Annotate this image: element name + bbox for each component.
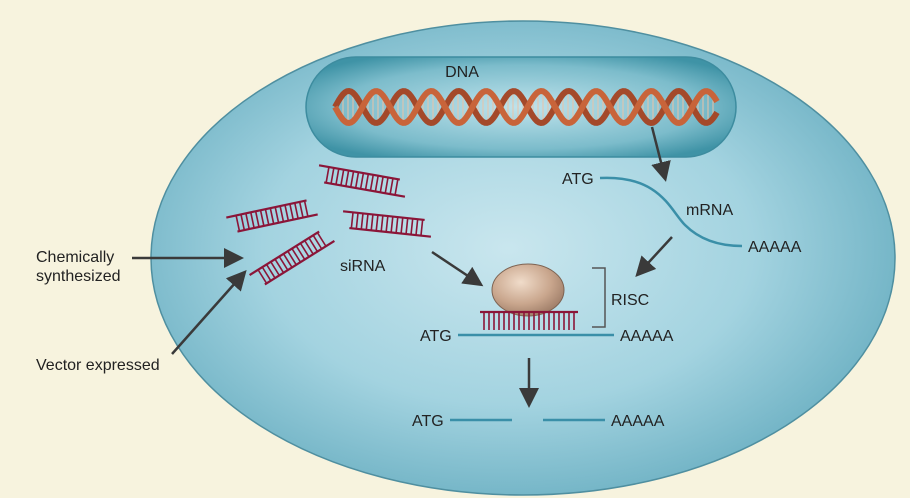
risc-bound-sirna <box>480 310 578 330</box>
synthesized-label: synthesized <box>36 268 121 285</box>
sirna-duplex <box>318 164 406 198</box>
vector-expressed-label: Vector expressed <box>36 357 160 374</box>
sirna-duplex <box>249 230 335 286</box>
mrna-to-risc-arrow <box>635 236 673 277</box>
risc-label: RISC <box>611 292 649 309</box>
mrna-polya-label: AAAAA <box>748 239 802 256</box>
mrna-label: mRNA <box>686 202 733 219</box>
dna-double-helix <box>332 87 720 127</box>
dna-strand-front <box>332 87 720 127</box>
sirna-duplexes <box>226 164 432 286</box>
dna-label: DNA <box>445 64 479 81</box>
target-polya-label: AAAAA <box>620 328 674 345</box>
sirna-to-risc-arrow <box>431 250 484 287</box>
risc-bracket <box>592 267 606 328</box>
chemically-label: Chemically <box>36 249 114 266</box>
mrna-atg-label: ATG <box>562 171 594 188</box>
sirna-label: siRNA <box>340 258 386 275</box>
target-atg-label: ATG <box>420 328 452 345</box>
vector-expressed-arrow <box>171 270 247 355</box>
nucleus <box>305 56 737 158</box>
mrna-strand <box>599 176 743 248</box>
cleaved-atg-label: ATG <box>412 413 444 430</box>
sirna-duplex <box>226 199 318 233</box>
transcription-arrow <box>650 126 671 182</box>
sirna-duplex <box>342 210 432 238</box>
risc-protein <box>491 263 565 317</box>
cleaved-polya-label: AAAAA <box>611 413 665 430</box>
